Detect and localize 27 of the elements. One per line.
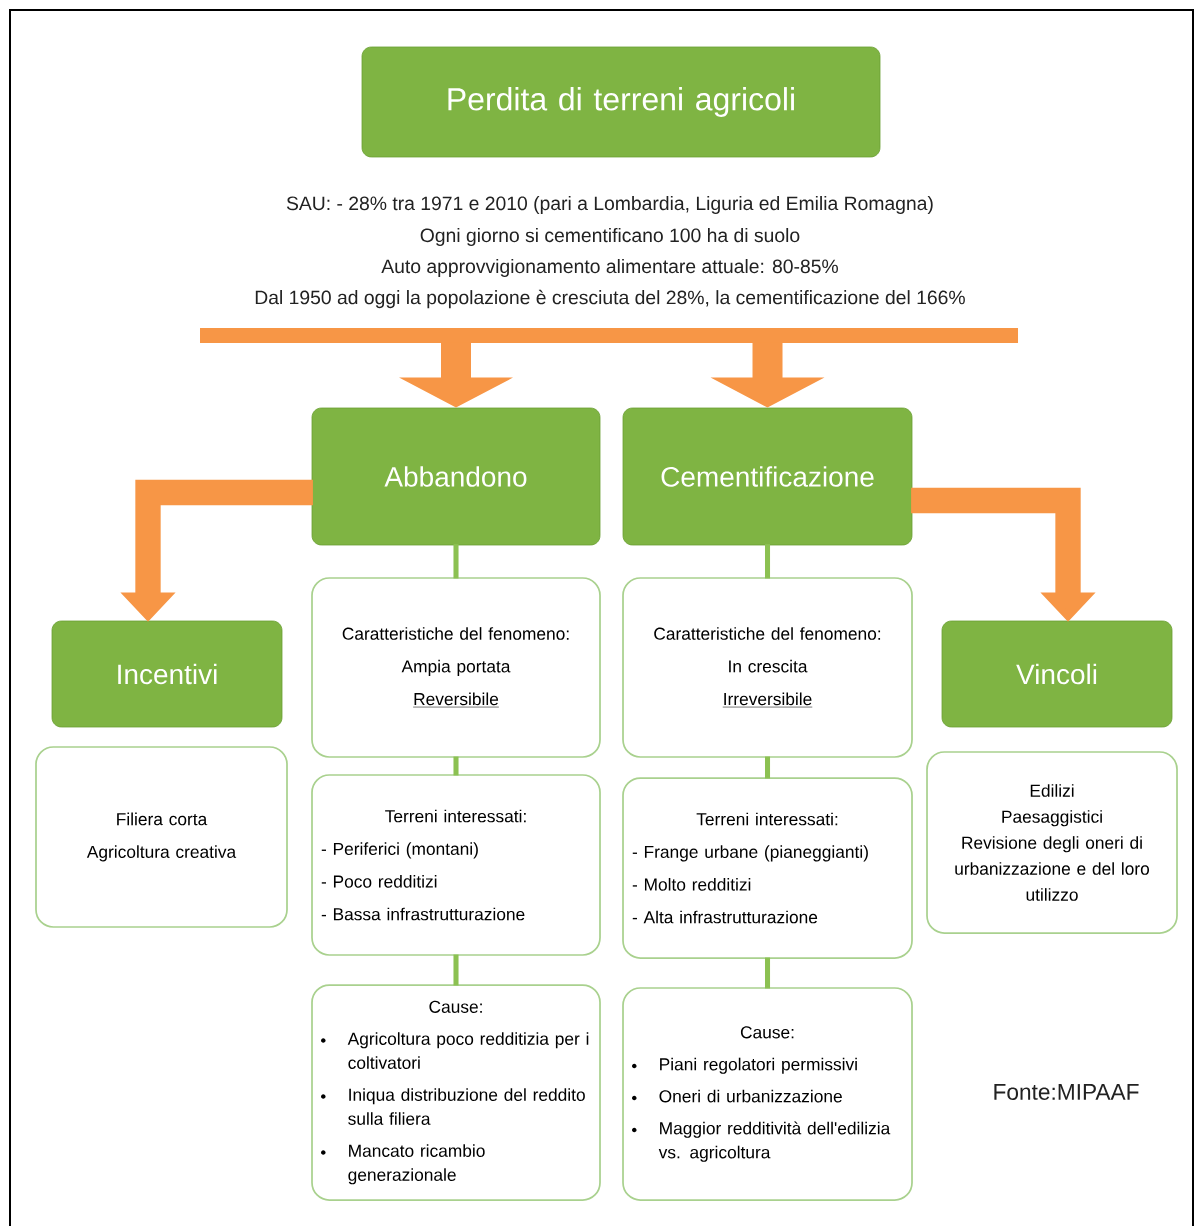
text-box: Cause: Piani regolatori permissivi Oneri di urbanizzazione Maggior redditività dell'edilizia vs. agricoltura bbox=[622, 987, 913, 1201]
connector-line bbox=[764, 756, 771, 779]
arrow bbox=[710, 342, 825, 408]
heading-box: Incentivi bbox=[51, 620, 283, 728]
connector-line bbox=[453, 954, 459, 986]
heading-box: Vincoli bbox=[941, 620, 1173, 728]
text-box: Cause: Agricoltura poco redditizia per i coltivatori Iniqua distribuzione del reddito sulla filiera Mancato ricambio generazionale bbox=[311, 984, 601, 1201]
text-box: Terreni interessati: - Frange urbane (pianeggianti) - Molto redditizi - Alta infrastrutturazione bbox=[622, 777, 913, 959]
arrow bbox=[399, 342, 513, 408]
text-box: Caratteristiche del fenomeno: Ampia portata Reversibile bbox=[311, 577, 601, 758]
bar bbox=[200, 328, 1018, 343]
connector-line bbox=[453, 756, 459, 776]
connector-line bbox=[453, 544, 459, 579]
heading-box: Cementificazione bbox=[622, 407, 913, 546]
connector-line bbox=[764, 544, 771, 579]
text-box: Terreni interessati: - Periferici (montani) - Poco redditizi - Bassa infrastrutturazione bbox=[311, 774, 601, 956]
note-text: SAU: - 28% tra 1971 e 2010 (pari a Lombardia, Liguria ed Emilia Romagna) bbox=[286, 196, 933, 214]
note-text: Dal 1950 ad oggi la popolazione è cresciuta del 28%, la cementificazione del 166% bbox=[255, 289, 965, 309]
connector-line bbox=[764, 957, 771, 989]
heading-box: Abbandono bbox=[311, 407, 601, 546]
source-note: Fonte:MIPAAF bbox=[994, 1084, 1139, 1100]
note-text: Auto approvvigionamento alimentare attuale: 80-85% bbox=[381, 259, 838, 277]
text-box: Edilizi Paesaggistici Revisione degli oneri di urbanizzazione e del loro utilizzo bbox=[926, 751, 1178, 934]
text-box: Caratteristiche del fenomeno: In crescita Irreversibile bbox=[622, 577, 913, 758]
heading-box: Perdita di terreni agricoli bbox=[361, 46, 881, 158]
text-box: Filiera corta Agricoltura creativa bbox=[35, 746, 288, 928]
note-text: Ogni giorno si cementificano 100 ha di suolo bbox=[420, 228, 800, 246]
